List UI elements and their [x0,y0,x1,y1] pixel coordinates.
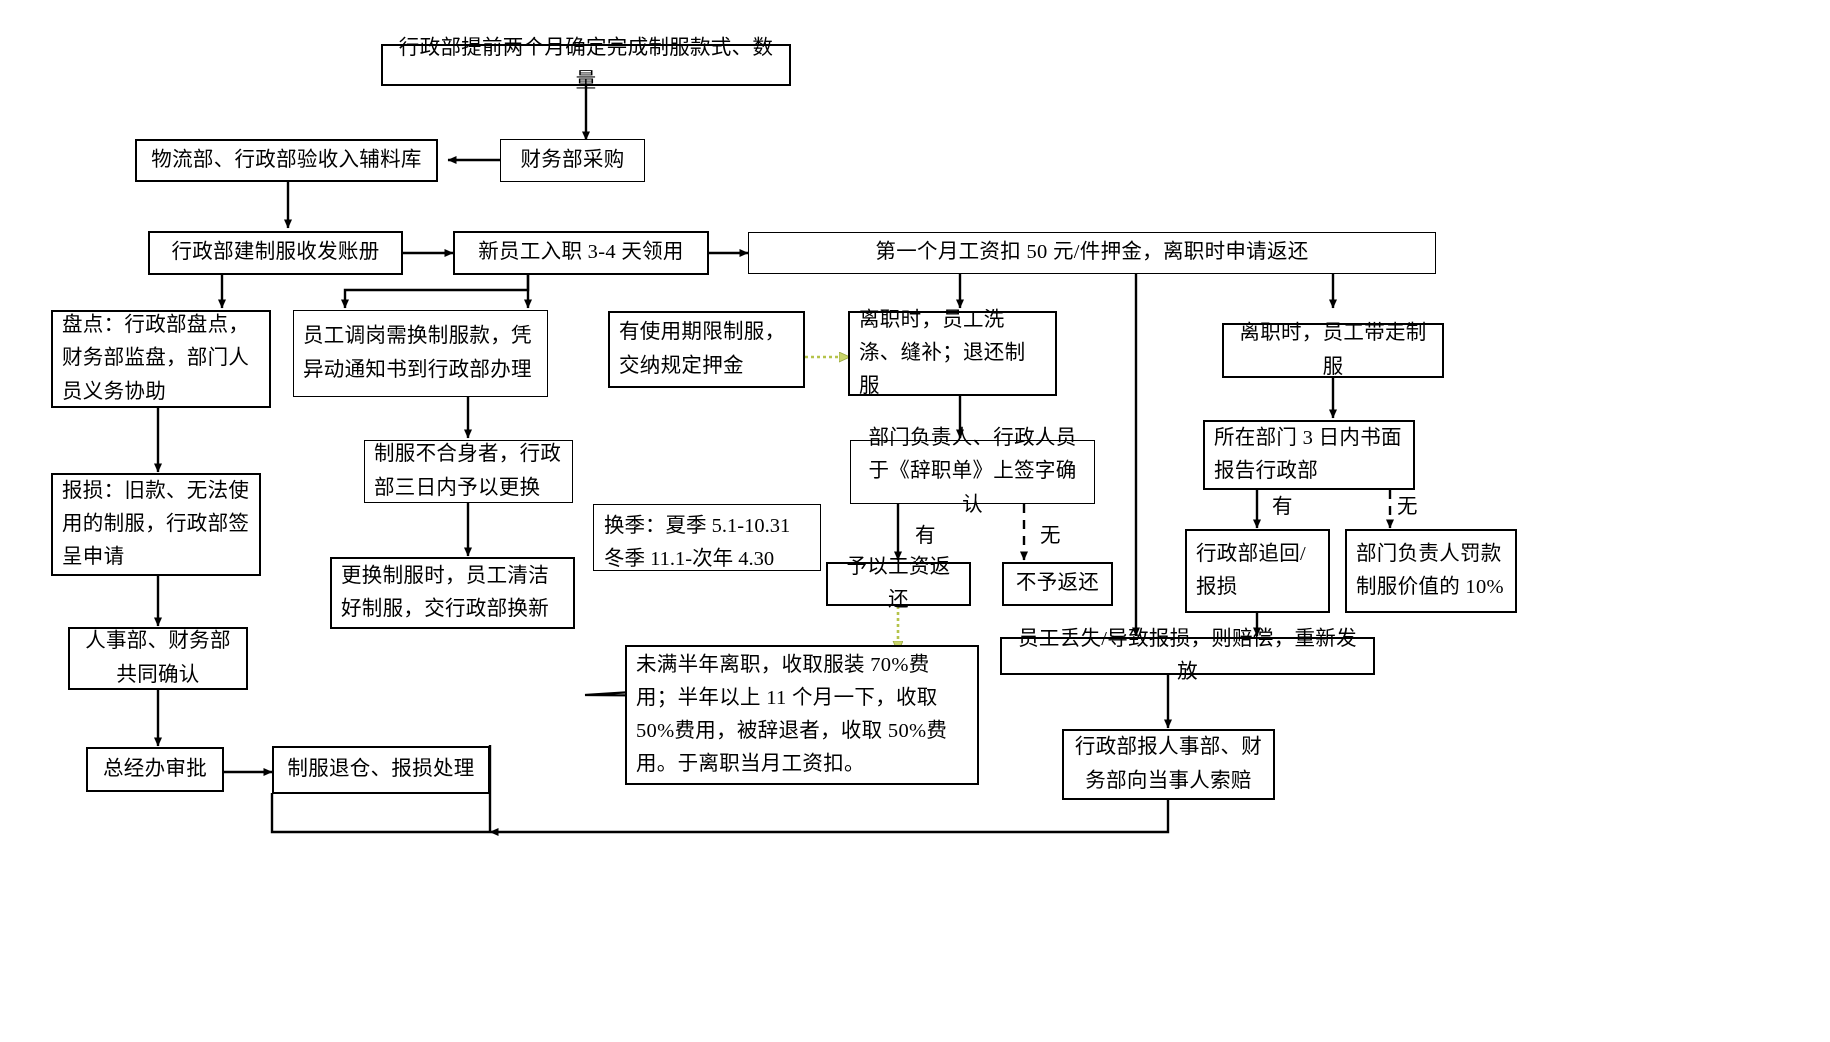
node-n9[interactable]: 有使用期限制服，交纳规定押金 [608,311,805,388]
node-n4[interactable]: 行政部建制服收发账册 [148,231,403,275]
node-n24[interactable]: 未满半年离职，收取服装 70%费用；半年以上 11 个月一下，收取 50%费用，… [625,645,979,785]
node-n13-label: 制服不合身者，行政部三日内予以更换 [374,443,562,499]
node-n18[interactable]: 予以工资返还 [826,556,971,611]
node-n19-label: 不予返还 [1015,572,1100,595]
node-n13[interactable]: 制服不合身者，行政部三日内予以更换 [364,440,573,503]
node-n22-label: 总经办审批 [103,757,207,780]
node-n26[interactable]: 行政部报人事部、财务部向当事人索赔 [1062,729,1275,800]
node-n6[interactable]: 第一个月工资扣 50 元/件押金，离职时申请返还 [748,232,1436,274]
node-n8-label: 员工调岗需换制服款，凭异动通知书到行政部办理 [303,325,532,381]
node-n19[interactable]: 不予返还 [1002,562,1113,606]
node-n21-label: 部门负责人罚款制服价值的 10% [1356,542,1504,598]
node-n20-label: 行政部追回/报损 [1196,542,1306,598]
node-n3-label: 财务部采购 [520,148,625,171]
node-n7[interactable]: 盘点：行政部盘点，财务部监盘，部门人员义务协助 [51,310,271,408]
edge-label-you-1: 有 [915,525,936,547]
node-n18-label: 予以工资返还 [846,555,951,611]
node-n11[interactable]: 离职时，员工带走制服 [1222,322,1444,378]
node-n23-label: 制服退仓、报损处理 [287,758,475,781]
node-n25[interactable]: 员工丢失/导致报损，则赔偿，重新发放 [1000,628,1375,683]
node-n12[interactable]: 报损：旧款、无法使用的制服，行政部签呈申请 [51,473,261,576]
node-n2-label: 物流部、行政部验收入辅料库 [151,148,422,171]
node-n2[interactable]: 物流部、行政部验收入辅料库 [135,139,438,182]
node-n25-label: 员工丢失/导致报损，则赔偿，重新发放 [1018,627,1357,683]
node-n12-label: 报损：旧款、无法使用的制服，行政部签呈申请 [62,479,250,569]
node-n22[interactable]: 总经办审批 [86,747,224,792]
node-n10-label: 离职时，员工洗涤、缝补；退还制服 [859,308,1026,398]
node-n20[interactable]: 行政部追回/报损 [1185,529,1330,613]
node-n5-label: 新员工入职 3-4 天领用 [478,241,684,264]
node-n4-label: 行政部建制服收发账册 [171,241,380,264]
node-n24-label: 未满半年离职，收取服装 70%费用；半年以上 11 个月一下，收取 50%费用，… [636,653,948,776]
callout-season-line1: 换季：夏季 5.1-10.31 [604,515,791,537]
node-n9-label: 有使用期限制服，交纳规定押金 [619,321,786,377]
node-n21[interactable]: 部门负责人罚款制服价值的 10% [1345,529,1517,613]
node-n1-label: 行政部提前两个月确定完成制服款式、数量 [398,36,774,92]
callout-season-line2: 冬季 11.1-次年 4.30 [604,548,775,571]
node-n23[interactable]: 制服退仓、报损处理 [272,746,490,794]
node-n16-label: 人事部、财务部共同确认 [85,630,231,686]
node-n8[interactable]: 员工调岗需换制服款，凭异动通知书到行政部办理 [293,310,548,397]
node-n15-label: 所在部门 3 日内书面报告行政部 [1214,426,1402,482]
node-n7-label: 盘点：行政部盘点，财务部监盘，部门人员义务协助 [62,314,250,403]
node-n16[interactable]: 人事部、财务部共同确认 [68,627,248,690]
node-n6-label: 第一个月工资扣 50 元/件押金，离职时申请返还 [875,241,1309,264]
node-n3[interactable]: 财务部采购 [500,139,645,182]
callout-season[interactable]: 换季：夏季 5.1-10.31 冬季 11.1-次年 4.30 [593,504,821,571]
edge-label-wu-2: 无 [1397,496,1418,518]
node-n10[interactable]: 离职时，员工洗涤、缝补；退还制服 [848,309,1057,397]
node-n15[interactable]: 所在部门 3 日内书面报告行政部 [1203,420,1415,490]
edge-label-you-2: 有 [1272,496,1293,518]
node-n11-label: 离职时，员工带走制服 [1239,322,1427,378]
node-n26-label: 行政部报人事部、财务部向当事人索赔 [1074,736,1263,792]
node-n17-label: 更换制服时，员工清洁好制服，交行政部换新 [341,564,549,620]
node-n17[interactable]: 更换制服时，员工清洁好制服，交行政部换新 [330,557,575,629]
node-n14[interactable]: 部门负责人、行政人员于《辞职单》上签字确认 [850,427,1095,516]
edge-label-wu-1: 无 [1040,525,1061,547]
node-n14-label: 部门负责人、行政人员于《辞职单》上签字确认 [868,427,1077,516]
node-n5[interactable]: 新员工入职 3-4 天领用 [453,231,709,275]
node-n1[interactable]: 行政部提前两个月确定完成制服款式、数量 [381,37,791,92]
